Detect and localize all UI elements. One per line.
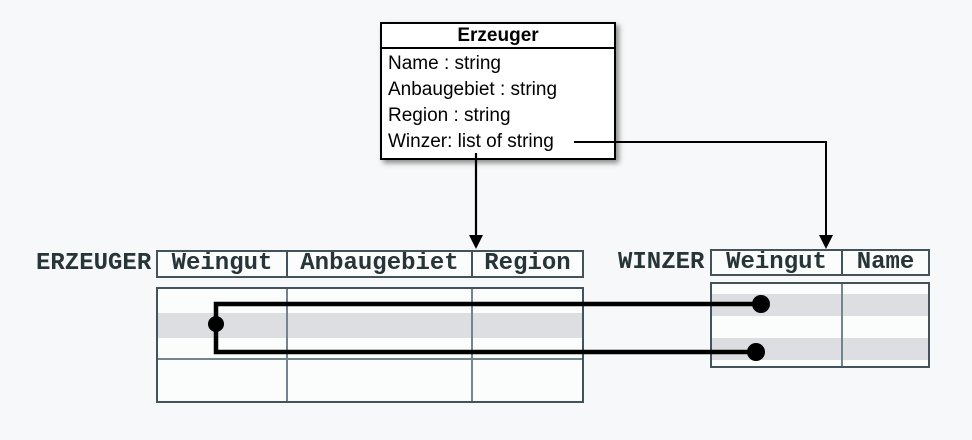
erzeuger-table-body [156,287,584,403]
class-attribute-winzer: Winzer: list of string [388,131,554,152]
erzeuger-highlighted-row [158,313,582,338]
winzer-body-column-divider [841,284,843,366]
winzer-table-body [710,282,930,368]
class-box-erzeuger: Erzeuger Name : string Anbaugebiet : str… [380,22,616,160]
class-attributes: Name : string Anbaugebiet : string Regio… [382,49,614,158]
winzer-col-weingut: Weingut [712,251,843,274]
arrow-down-icon [469,235,483,249]
class-attribute-name: Name : string [388,53,501,74]
erzeuger-table-label: ERZEUGER [36,250,152,277]
erzeuger-body-column-divider-2 [471,289,473,401]
erzeuger-col-anbaugebiet: Anbaugebiet [288,252,473,276]
winzer-highlighted-row-1 [712,294,928,316]
class-title: Erzeuger [382,24,614,49]
arrow-down-icon [819,235,833,249]
class-attribute-region: Region : string [388,105,511,126]
erzeuger-col-region: Region [484,252,571,276]
erzeuger-body-row-divider [158,358,582,360]
erzeuger-table-header: Weingut Anbaugebiet Region [156,250,584,278]
winzer-highlighted-row-2 [712,338,928,360]
erzeuger-body-column-divider-1 [286,289,288,401]
winzer-table-label: WINZER [618,249,705,276]
erzeuger-col-weingut: Weingut [158,252,288,276]
class-attribute-anbaugebiet: Anbaugebiet : string [388,79,558,100]
winzer-table-header: Weingut Name [710,249,930,276]
winzer-col-name: Name [856,251,915,274]
